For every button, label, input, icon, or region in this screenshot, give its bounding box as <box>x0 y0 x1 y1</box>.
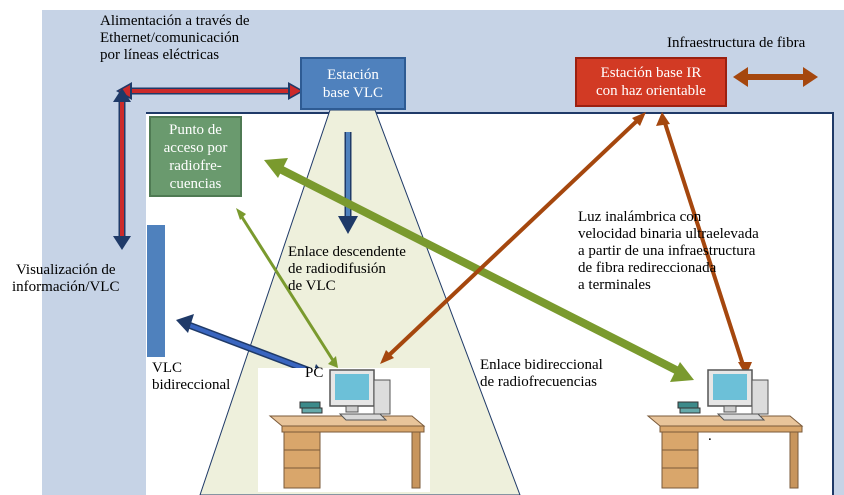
ir-beam-right <box>656 112 752 376</box>
power-line-label-1: Alimentación a través de <box>100 13 250 29</box>
ir-beam-left <box>380 112 646 364</box>
wireless-light-label-1: Luz inalámbrica con <box>578 209 702 225</box>
rf-line-1: Punto de <box>169 121 222 138</box>
ir-base-station: Estación base IR con haz orientable <box>575 57 727 107</box>
rf-line-3: radiofre- <box>169 157 222 174</box>
downlink-label-3: de VLC <box>288 278 336 294</box>
power-line-label-3: por líneas eléctricas <box>100 47 220 63</box>
wireless-light-label-3: a partir de una infraestructura <box>578 243 756 259</box>
vlc-station-line-1: Estación <box>327 66 379 83</box>
vlc-bidir-label-2: bidireccional <box>152 377 231 393</box>
vlc-base-station: Estación base VLC <box>300 57 406 110</box>
desktop-computer-icon <box>646 369 804 489</box>
desktop-computer-icon <box>268 369 426 489</box>
downlink-label: Enlace descendente de radiodifusión de V… <box>288 244 406 295</box>
wireless-light-label-5: a terminales <box>578 277 651 293</box>
power-line-arrow-horizontal <box>116 82 304 100</box>
rf-bidir-label-1: Enlace bidireccional <box>480 357 603 373</box>
wireless-light-label-4: de fibra redireccionada <box>578 260 717 276</box>
vlc-bidir-label-1: VLC <box>152 360 182 376</box>
power-line-label: Alimentación a través de Ethernet/comuni… <box>100 13 250 64</box>
wireless-light-label: Luz inalámbrica con velocidad binaria ul… <box>578 209 759 294</box>
display-label-1: Visualización de <box>16 262 116 278</box>
rf-line-2: acceso por <box>163 139 228 156</box>
ir-station-line-1: Estación base IR <box>600 65 702 81</box>
pc-label: PC <box>305 365 324 381</box>
vlc-display-panel <box>147 225 165 357</box>
vlc-bidir-label: VLC bidireccional <box>152 360 230 394</box>
rf-line-4: cuencias <box>169 175 222 192</box>
downlink-label-2: de radiodifusión <box>288 261 386 277</box>
period-mark: . <box>708 428 712 444</box>
ir-station-line-2: con haz orientable <box>596 83 706 99</box>
downlink-label-1: Enlace descendente <box>288 244 406 260</box>
rf-access-point: Punto de acceso por radiofre- cuencias <box>149 116 242 197</box>
vlc-station-line-2: base VLC <box>322 84 384 101</box>
power-line-label-2: Ethernet/comunicación <box>100 30 240 46</box>
power-line-arrow-vertical <box>113 88 131 250</box>
wireless-light-label-2: velocidad binaria ultraelevada <box>578 226 759 242</box>
display-label: Visualización de información/VLC <box>12 262 119 296</box>
fiber-label: Infraestructura de fibra <box>667 35 806 51</box>
fiber-arrow <box>733 67 818 87</box>
rf-bidir-label: Enlace bidireccional de radiofrecuencias <box>480 357 603 391</box>
rf-bidir-label-2: de radiofrecuencias <box>480 374 598 390</box>
rf-to-pc-thin-arrow <box>236 208 338 368</box>
display-label-2: información/VLC <box>12 279 120 295</box>
